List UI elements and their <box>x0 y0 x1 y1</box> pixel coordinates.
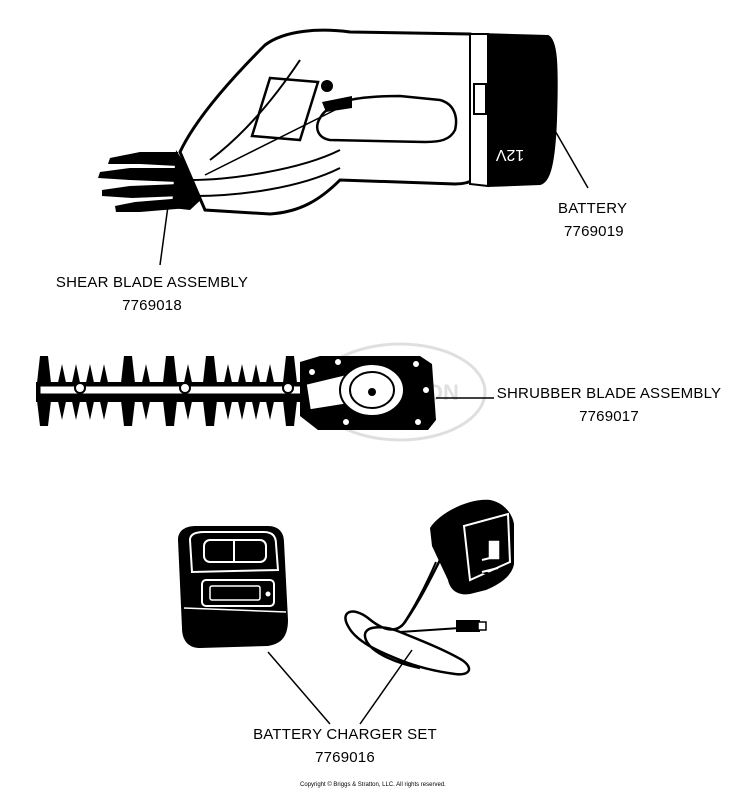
charger-base-drawing <box>178 526 288 648</box>
battery-part-name: BATTERY <box>558 200 628 217</box>
charger-adapter-drawing <box>344 499 514 676</box>
shrubber-blade-part-number: 7769017 <box>579 408 639 425</box>
charger-set-part-number: 7769016 <box>315 749 375 766</box>
battery-label: BATTERY 7769019 <box>558 200 627 240</box>
battery-leader-line <box>549 121 589 189</box>
copyright-notice: Copyright © Briggs & Stratton, LLC. All … <box>300 782 446 788</box>
charger-base-leader-line <box>267 651 331 725</box>
shear-blade-label: SHEAR BLADE ASSEMBLY 7769018 <box>52 274 252 314</box>
charger-set-part-name: BATTERY CHARGER SET <box>253 726 437 743</box>
shrubber-blade-part-name: SHRUBBER BLADE ASSEMBLY <box>496 385 722 402</box>
charger-set-label: BATTERY CHARGER SET 7769016 <box>250 726 440 766</box>
shear-tool: 12V <box>98 28 558 216</box>
shear-blade-part-number: 7769018 <box>122 297 182 314</box>
shrubber-blade-drawing <box>36 356 436 430</box>
battery-voltage-marking: 12V <box>495 146 524 163</box>
charger-adapter-leader-line <box>359 649 413 725</box>
battery-drawing: 12V <box>469 32 558 188</box>
shear-blade-leader-line <box>159 205 169 266</box>
battery-part-number: 7769019 <box>564 223 624 240</box>
shear-blade-part-name: SHEAR BLADE ASSEMBLY <box>55 274 249 291</box>
shrubber-blade-label: SHRUBBER BLADE ASSEMBLY 7769017 <box>496 385 722 425</box>
